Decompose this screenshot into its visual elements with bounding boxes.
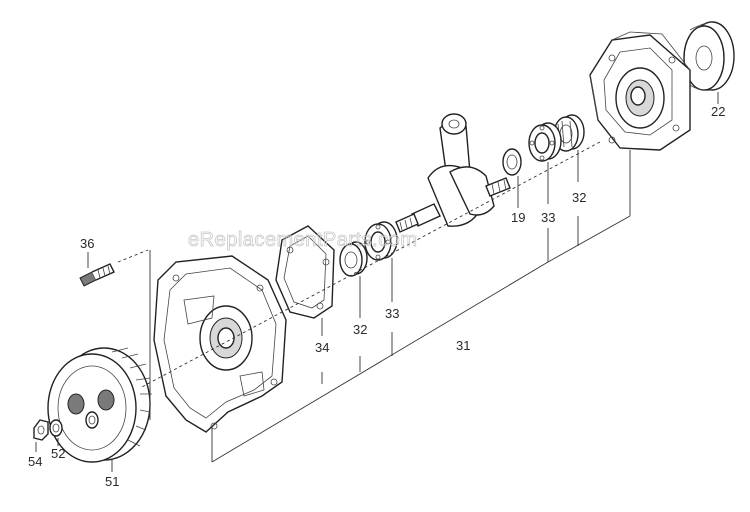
ball-bearing-top-part xyxy=(528,122,562,162)
nut-part xyxy=(33,419,49,441)
part-number-32-bottom: 32 xyxy=(353,322,367,337)
part-number-51: 51 xyxy=(105,474,119,489)
watermark-text: eReplacementParts.com xyxy=(188,229,417,251)
part-number-22: 22 xyxy=(711,104,725,119)
part-number-31: 31 xyxy=(456,338,470,353)
part-number-33-top: 33 xyxy=(541,210,555,225)
part-number-19: 19 xyxy=(511,210,525,225)
washer-part xyxy=(502,148,522,176)
crankcase-right-part xyxy=(589,31,691,151)
needle-bearing-bottom-part xyxy=(339,241,368,277)
gasket-part xyxy=(275,225,335,319)
part-number-36: 36 xyxy=(80,236,94,251)
bolt-part xyxy=(79,263,115,287)
ball-bearing-bottom-part xyxy=(364,221,398,261)
part-number-33-bottom: 33 xyxy=(385,306,399,321)
leader-lines xyxy=(35,92,719,472)
part-number-32-top: 32 xyxy=(572,190,586,205)
crankcase-left-part xyxy=(153,255,287,433)
bolt-guide-line xyxy=(117,249,149,263)
assembly-axis-line xyxy=(139,141,601,389)
crankshaft-part xyxy=(395,113,511,233)
flywheel-part xyxy=(47,347,152,463)
clutch-drum-part xyxy=(683,21,735,91)
part-number-54: 54 xyxy=(28,454,42,469)
part-number-34: 34 xyxy=(315,340,329,355)
washer-small-part xyxy=(49,419,63,437)
part-number-52: 52 xyxy=(51,446,65,461)
